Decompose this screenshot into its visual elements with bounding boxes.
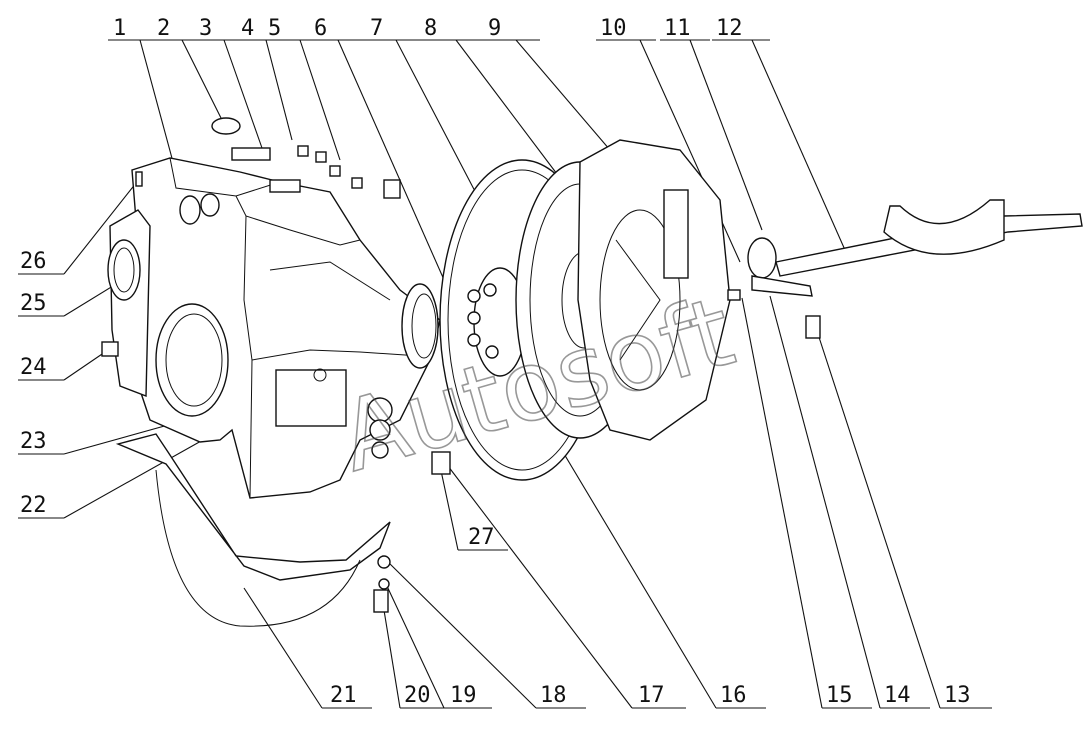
callout-23: 23 bbox=[20, 429, 47, 454]
callout-13: 13 bbox=[944, 683, 971, 708]
callout-2: 2 bbox=[157, 16, 170, 41]
callout-7: 7 bbox=[370, 16, 383, 41]
leader-lines bbox=[18, 39, 992, 709]
callout-1: 1 bbox=[113, 16, 126, 41]
callout-4: 4 bbox=[241, 16, 254, 41]
callout-26: 26 bbox=[20, 249, 47, 274]
callout-20: 20 bbox=[404, 683, 431, 708]
callout-6: 6 bbox=[314, 16, 327, 41]
callout-14: 14 bbox=[884, 683, 911, 708]
callout-17: 17 bbox=[638, 683, 665, 708]
callout-labels: 1 2 3 4 5 6 7 8 9 10 11 12 26 25 24 23 2… bbox=[20, 16, 971, 708]
callout-16: 16 bbox=[720, 683, 747, 708]
pressure-plate bbox=[577, 139, 731, 441]
callout-3: 3 bbox=[199, 16, 212, 41]
bell-housing bbox=[107, 157, 441, 499]
callout-8: 8 bbox=[424, 16, 437, 41]
callout-18: 18 bbox=[540, 683, 567, 708]
callout-5: 5 bbox=[268, 16, 281, 41]
release-fork-shaft bbox=[747, 199, 1083, 339]
oil-seal bbox=[401, 283, 439, 369]
callout-10: 10 bbox=[600, 16, 627, 41]
callout-19: 19 bbox=[450, 683, 477, 708]
small-fasteners bbox=[101, 117, 741, 613]
callout-27: 27 bbox=[468, 525, 495, 550]
callout-22: 22 bbox=[20, 493, 47, 518]
cover-plate bbox=[115, 433, 391, 627]
callout-12: 12 bbox=[716, 16, 743, 41]
callout-25: 25 bbox=[20, 291, 47, 316]
callout-15: 15 bbox=[826, 683, 853, 708]
callout-11: 11 bbox=[664, 16, 691, 41]
callout-24: 24 bbox=[20, 355, 47, 380]
callout-21: 21 bbox=[330, 683, 357, 708]
callout-9: 9 bbox=[488, 16, 501, 41]
